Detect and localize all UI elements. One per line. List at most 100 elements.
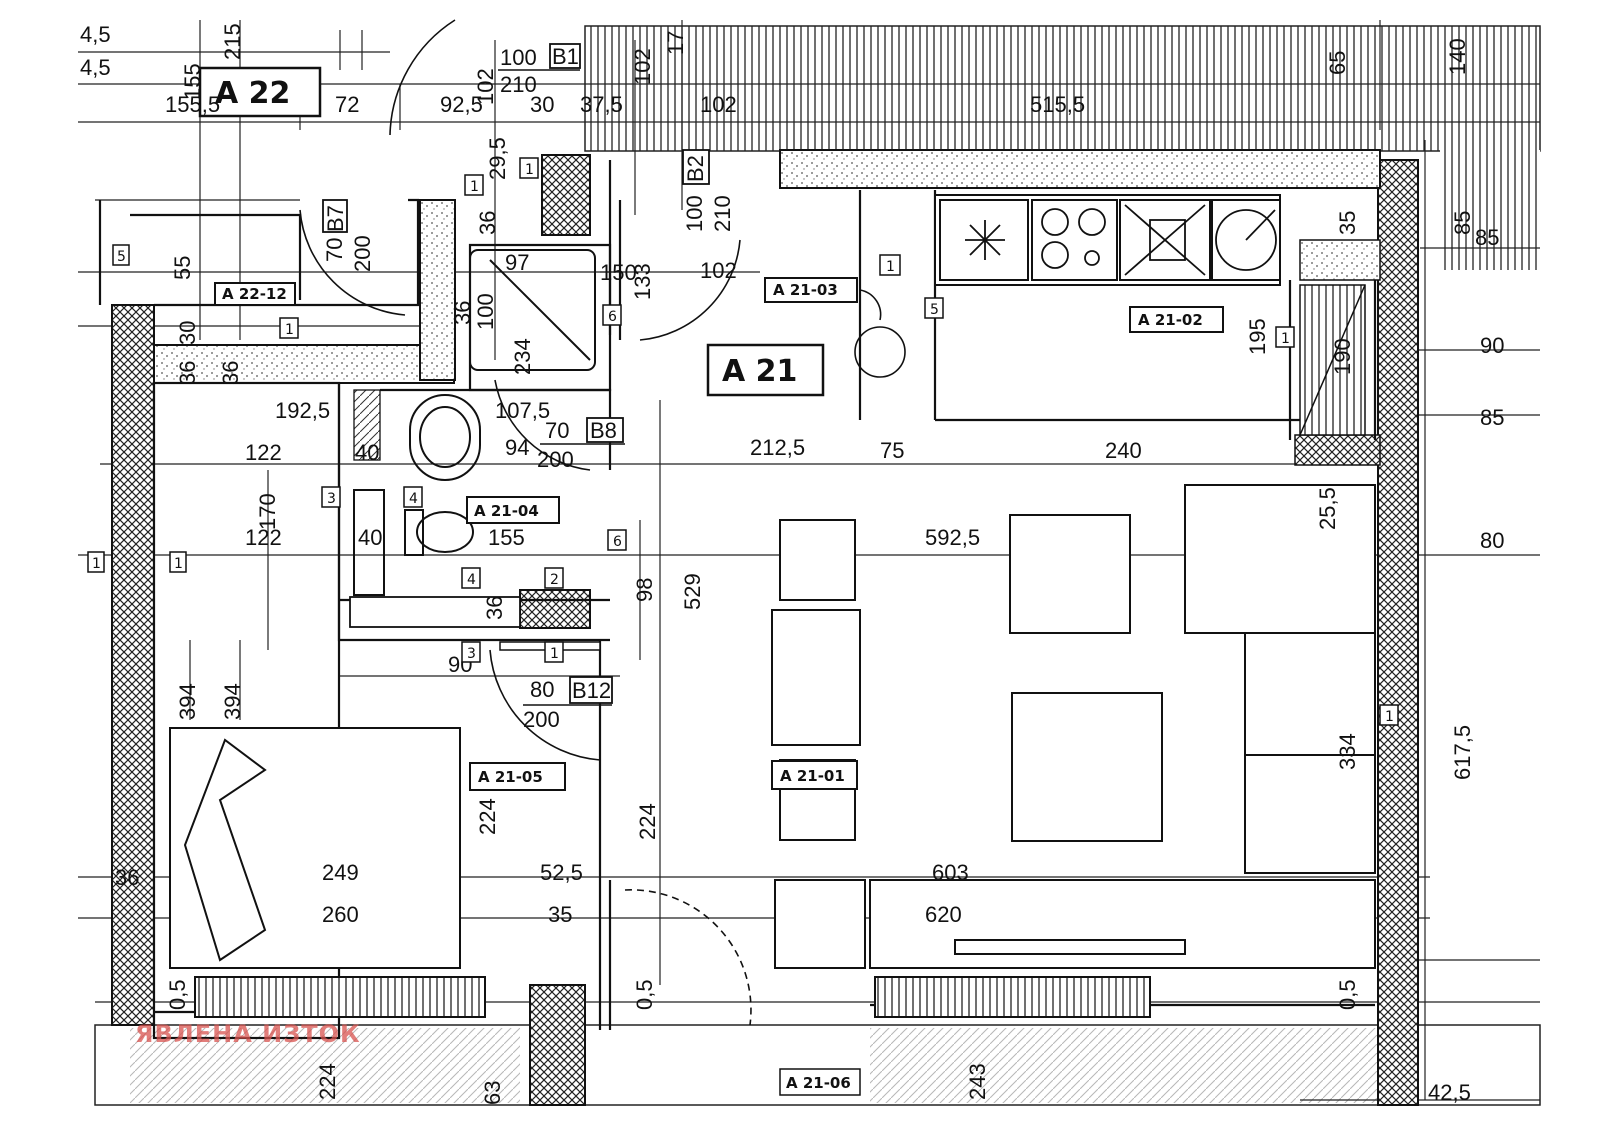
- washbasin: [409, 394, 481, 481]
- svg-text:243: 243: [965, 1063, 990, 1100]
- bath-strip: [353, 389, 381, 461]
- room-label-a21: A 21: [722, 354, 797, 389]
- svg-text:1: 1: [174, 556, 183, 572]
- svg-text:36: 36: [450, 301, 475, 325]
- svg-text:35: 35: [548, 902, 572, 927]
- door-tags: 100 B1 210 70 200 B7 100 210 B2 70 B8 20…: [322, 43, 735, 732]
- svg-text:192,5: 192,5: [275, 398, 330, 423]
- svg-text:90: 90: [1480, 333, 1504, 358]
- svg-text:2: 2: [550, 572, 559, 588]
- tv-bar: [954, 939, 1186, 955]
- svg-text:122: 122: [245, 525, 282, 550]
- roof-hatching: [584, 25, 1541, 152]
- room-labels: A 22 A 21 A 22-12 A 21-03 A 21-02 A 21-0…: [198, 66, 1224, 1096]
- svg-text:1: 1: [470, 179, 479, 195]
- door-b8-code: B8: [590, 418, 617, 443]
- door-b12-height: 200: [523, 707, 560, 732]
- radiator-right: [874, 976, 1151, 1018]
- svg-text:72: 72: [335, 92, 359, 117]
- room-label-a21-05: A 21-05: [478, 768, 543, 786]
- svg-text:85: 85: [1450, 211, 1475, 235]
- balcony-hatch-left: [130, 1028, 520, 1103]
- svg-text:42,5: 42,5: [1428, 1080, 1471, 1105]
- wall-right: [1377, 159, 1419, 1106]
- svg-text:30: 30: [530, 92, 554, 117]
- watermark-text: ЯВЛЕНА ИЗТОК: [135, 1020, 361, 1048]
- svg-text:224: 224: [315, 1063, 340, 1100]
- svg-text:4,5: 4,5: [80, 22, 111, 47]
- svg-text:1: 1: [886, 259, 895, 275]
- svg-text:260: 260: [322, 902, 359, 927]
- door-b7-code: B7: [323, 205, 348, 232]
- svg-text:6: 6: [608, 309, 617, 325]
- svg-text:1: 1: [285, 322, 294, 338]
- balcony-hatch-right: [870, 1028, 1410, 1103]
- svg-text:190: 190: [1330, 338, 1355, 375]
- svg-text:36: 36: [115, 865, 139, 890]
- room-label-a21-03: A 21-03: [773, 281, 838, 299]
- bathroom-fixtures: [353, 249, 596, 596]
- svg-text:102: 102: [473, 68, 498, 105]
- svg-text:3: 3: [327, 491, 336, 507]
- svg-text:1: 1: [92, 556, 101, 572]
- svg-text:122: 122: [245, 440, 282, 465]
- svg-text:65: 65: [1325, 51, 1350, 75]
- shower-tray: [469, 249, 596, 371]
- room-label-a21-01: A 21-01: [780, 767, 845, 785]
- wall-pantry-stipple: [1299, 239, 1381, 281]
- wall-column-top: [541, 154, 591, 236]
- wall-column-mid: [519, 589, 591, 629]
- wall-column-bottom-a: [529, 984, 586, 1106]
- svg-text:1: 1: [1385, 709, 1394, 725]
- svg-text:133: 133: [630, 263, 655, 300]
- svg-text:55: 55: [170, 256, 195, 280]
- svg-text:80: 80: [1480, 528, 1504, 553]
- wall-segment-right: [1294, 434, 1381, 466]
- svg-text:102: 102: [700, 92, 737, 117]
- svg-text:25,5: 25,5: [1315, 487, 1340, 530]
- svg-text:155: 155: [488, 525, 525, 550]
- bed-right-living: [1184, 484, 1376, 634]
- svg-text:1: 1: [525, 162, 534, 178]
- door-b7-width: 70: [322, 238, 347, 262]
- svg-text:63: 63: [480, 1081, 505, 1105]
- svg-text:92,5: 92,5: [440, 92, 483, 117]
- door-b1-height: 210: [500, 72, 537, 97]
- door-b2-code: B2: [683, 155, 708, 182]
- svg-text:140: 140: [1445, 38, 1470, 75]
- svg-text:0,5: 0,5: [632, 979, 657, 1010]
- svg-text:620: 620: [925, 902, 962, 927]
- svg-text:4,5: 4,5: [80, 55, 111, 80]
- room-label-a21-02: A 21-02: [1138, 311, 1203, 329]
- room-label-a21-04: A 21-04: [474, 502, 539, 520]
- svg-text:36: 36: [482, 596, 507, 620]
- svg-text:98: 98: [632, 578, 657, 602]
- svg-text:36: 36: [475, 211, 500, 235]
- svg-text:515,5: 515,5: [1030, 92, 1085, 117]
- svg-text:100: 100: [473, 293, 498, 330]
- svg-text:37,5: 37,5: [580, 92, 623, 117]
- living-furniture: [771, 484, 1376, 969]
- door-b7-height: 200: [350, 235, 375, 272]
- svg-text:334: 334: [1335, 733, 1360, 770]
- svg-text:5: 5: [930, 302, 939, 318]
- room-label-a22: A 22: [215, 76, 290, 111]
- svg-text:36: 36: [218, 361, 243, 385]
- svg-text:603: 603: [932, 860, 969, 885]
- door-b8-height: 200: [537, 447, 574, 472]
- svg-text:224: 224: [475, 798, 500, 835]
- svg-text:97: 97: [505, 250, 529, 275]
- svg-text:17: 17: [663, 31, 688, 55]
- svg-text:35: 35: [1335, 211, 1360, 235]
- door-b1-width: 100: [500, 45, 537, 70]
- svg-text:85: 85: [1480, 405, 1504, 430]
- svg-text:155: 155: [180, 63, 205, 100]
- svg-text:592,5: 592,5: [925, 525, 980, 550]
- svg-text:150: 150: [600, 260, 637, 285]
- svg-text:107,5: 107,5: [495, 398, 550, 423]
- svg-text:36: 36: [175, 361, 200, 385]
- svg-text:394: 394: [220, 683, 245, 720]
- svg-text:94: 94: [505, 435, 529, 460]
- sofa-right: [1244, 632, 1376, 874]
